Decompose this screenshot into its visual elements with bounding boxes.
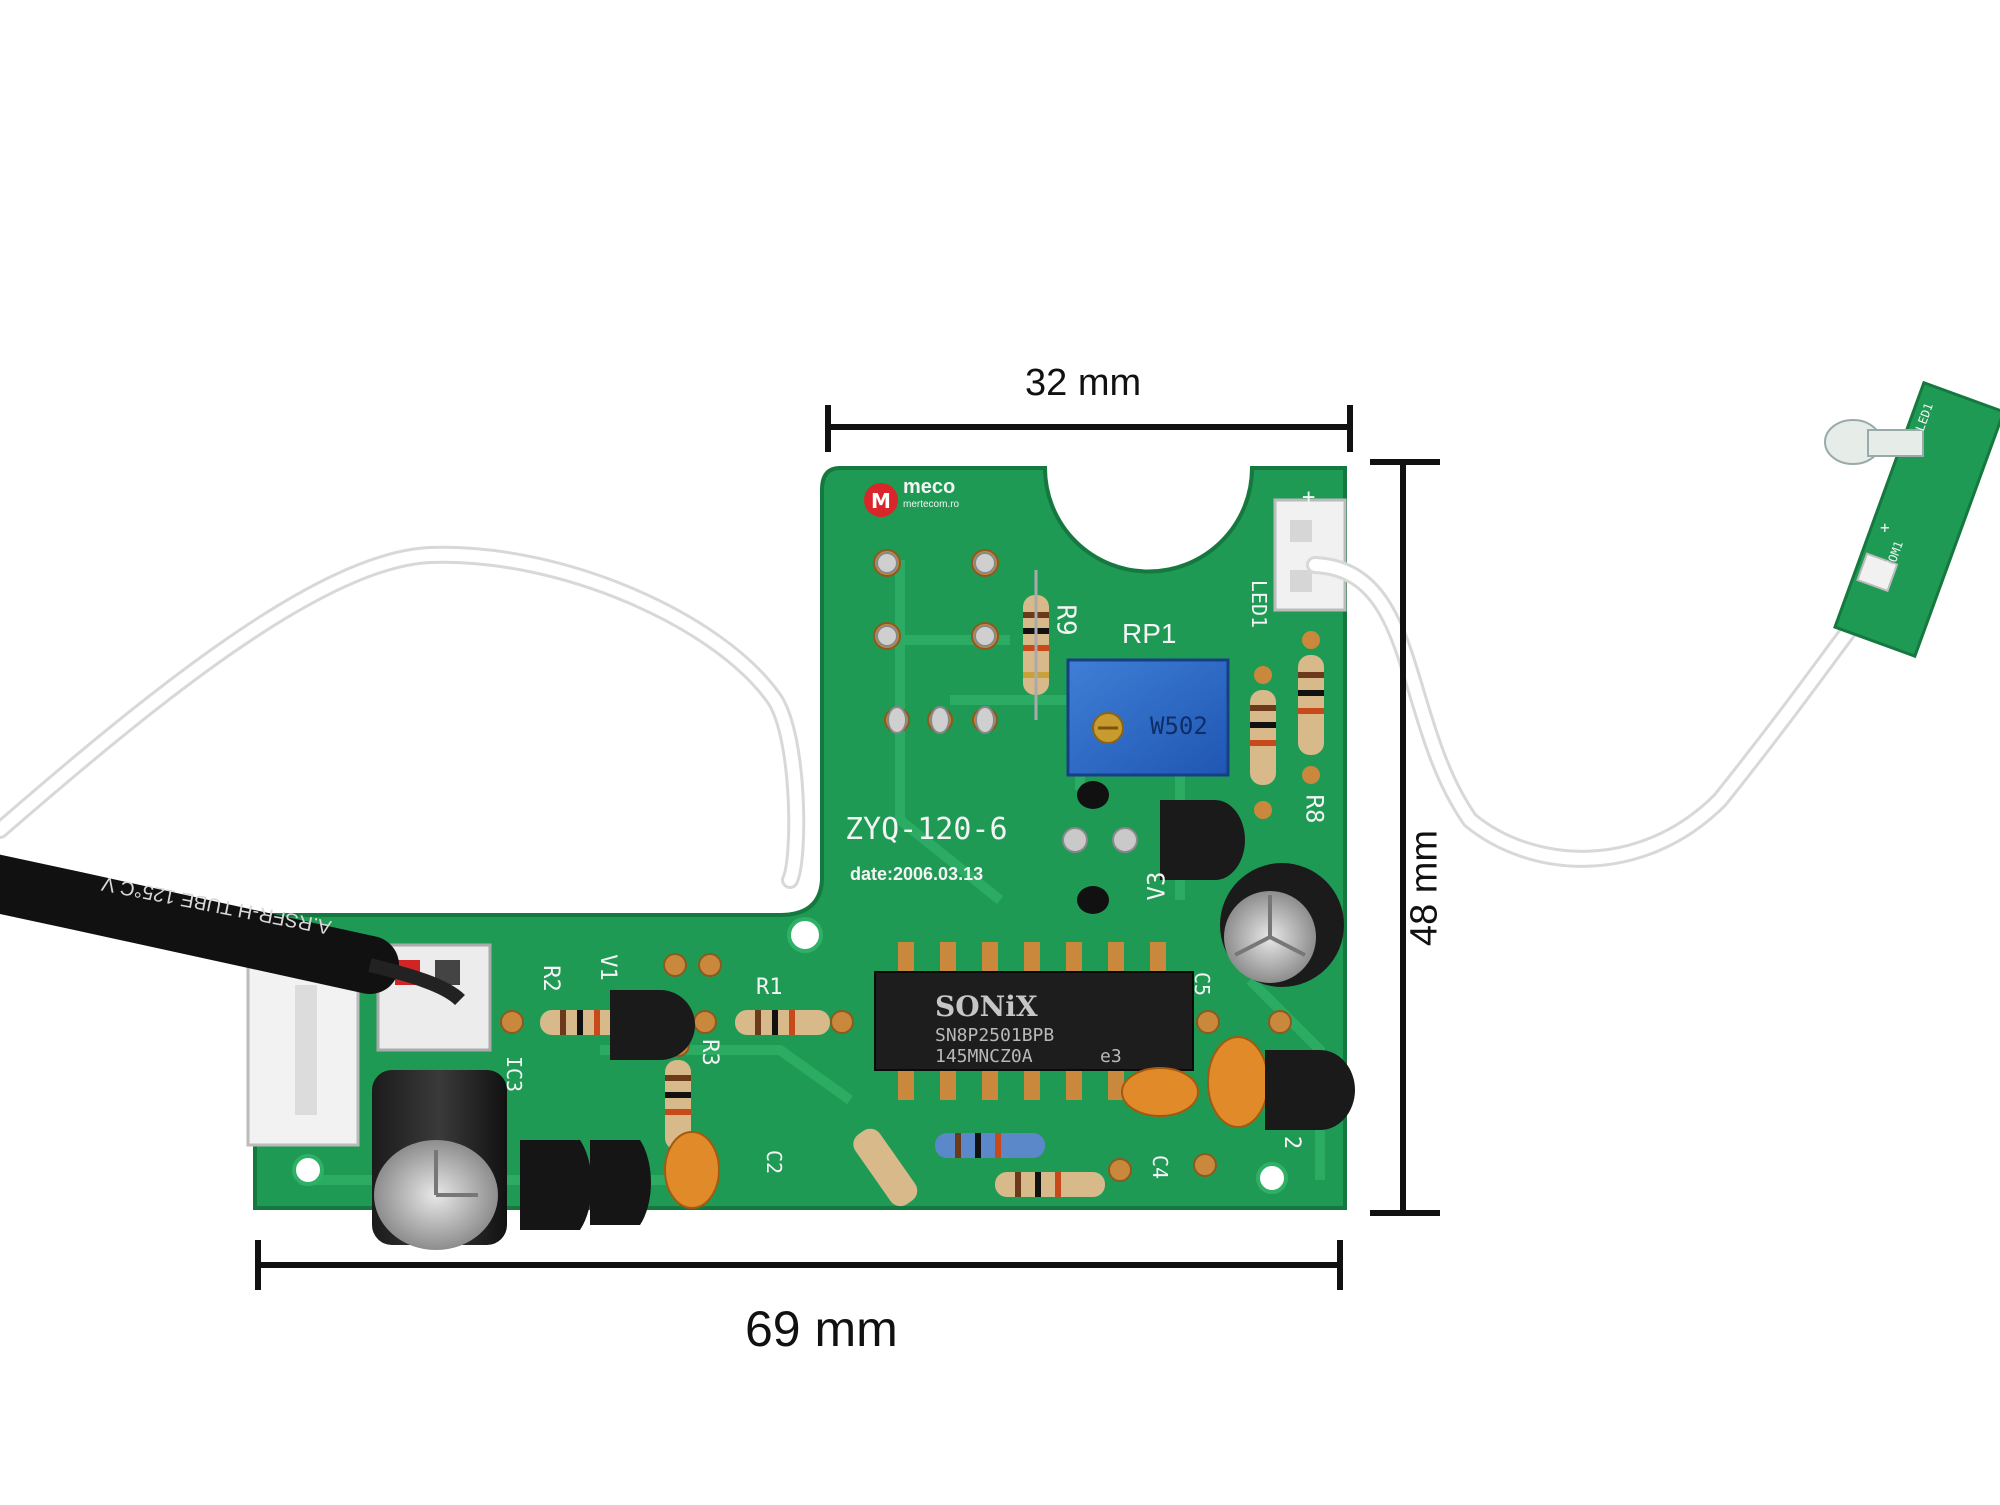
led-bulb: [1824, 419, 1924, 465]
board-logo-text: meco: [903, 476, 956, 498]
resistors-r8: [1250, 631, 1324, 819]
label-r8: R8: [1300, 794, 1329, 824]
transistor-right: [1265, 1050, 1355, 1130]
label-plus: +: [1302, 485, 1316, 510]
white-wire-right: [1306, 556, 1889, 868]
black-cable: [0, 854, 465, 1006]
white-wire-left: [0, 545, 806, 889]
label-rp1: RP1: [1122, 618, 1177, 649]
chip-lot: 145MNCZ0A: [935, 1046, 1033, 1067]
label-r1: R1: [756, 975, 783, 1000]
label-r3: R3: [696, 1039, 722, 1066]
svg-text:M: M: [871, 489, 891, 513]
ic-sonix: [874, 942, 1194, 1100]
resistor-r3: [665, 1060, 691, 1150]
dimension-top: [825, 405, 1353, 452]
label-r2: R2: [537, 965, 563, 992]
chip-part: SN8P2501BPB: [935, 1025, 1055, 1046]
label-c2: C2: [762, 1149, 787, 1175]
label-c4: C4: [1148, 1154, 1173, 1180]
meco-logo: M: [864, 483, 898, 517]
label-led1: LED1: [1247, 579, 1272, 629]
potentiometer-rp1: [1066, 658, 1230, 777]
ceramic-caps: [664, 1036, 1269, 1209]
led-board-label-plus: +: [1880, 518, 1890, 537]
capacitor-c1: [372, 1070, 507, 1250]
dimension-top-label: 32 mm: [1025, 362, 1142, 404]
resistor-r9: [1023, 570, 1049, 720]
transistor-v1: [610, 990, 695, 1060]
dimension-bottom: [255, 1240, 1343, 1290]
label-r9: R9: [1050, 604, 1081, 636]
label-v1: V1: [594, 954, 620, 981]
capacitor-c5: [1220, 863, 1344, 987]
regulator-ic1: [590, 1140, 651, 1225]
resistor-r1: [735, 1010, 830, 1035]
label-c5: C5: [1190, 971, 1215, 997]
led-board: [1833, 380, 2000, 659]
label-v3: V3: [1142, 871, 1171, 901]
board-logo-subtext: mertecom.ro: [903, 499, 960, 510]
label-ic3: IC3: [502, 1055, 527, 1093]
board-model: ZYQ-120-6: [845, 812, 1008, 847]
led1-connector: [1273, 498, 1347, 612]
board-date: date:2006.03.13: [850, 864, 984, 884]
dimension-right: [1370, 459, 1440, 1216]
power-connector: [246, 963, 360, 1147]
dimension-right-label: 48 mm: [1403, 829, 1446, 947]
resistors-bottom: [853, 1128, 1105, 1207]
pot-marking: W502: [1150, 712, 1208, 740]
chip-brand: SONiX: [935, 990, 1038, 1023]
label-2: 2: [1279, 1135, 1305, 1150]
chip-suffix: e3: [1100, 1046, 1122, 1067]
regulator-ic3: [520, 1140, 592, 1230]
transistor-v3: [1160, 800, 1245, 880]
dimension-bottom-label: 69 mm: [745, 1301, 898, 1357]
